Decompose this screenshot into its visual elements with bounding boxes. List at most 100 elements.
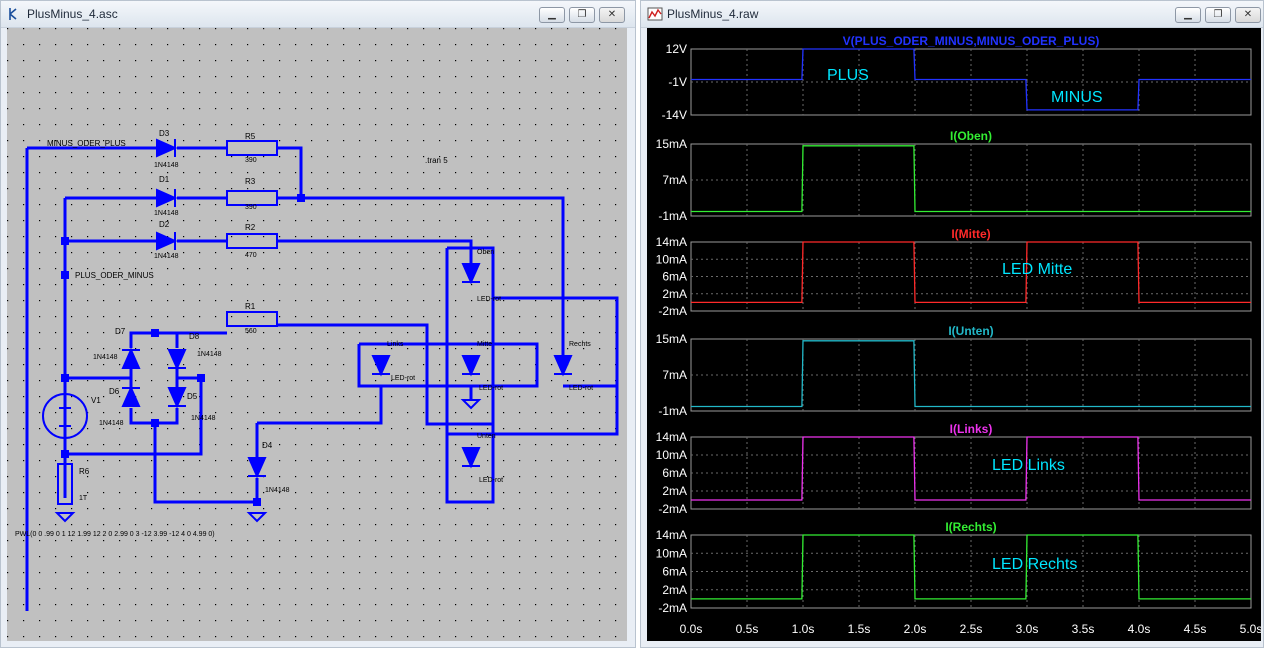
component-ref-r2: R2 [245, 223, 256, 232]
waveform-title: PlusMinus_4.raw [667, 7, 759, 21]
y-tick-label: -2mA [658, 502, 687, 516]
waveform-icon [647, 7, 663, 21]
trace-annotation: MINUS [1051, 89, 1103, 106]
led-name-mitte: Mitte [477, 341, 492, 348]
trace-title[interactable]: I(Rechts) [945, 520, 996, 534]
schematic-diodes[interactable] [121, 138, 573, 479]
component-ref-r6: R6 [79, 467, 90, 476]
diode-d3[interactable] [156, 138, 178, 158]
trace-title[interactable]: I(Oben) [950, 129, 992, 143]
diode-d6[interactable] [121, 385, 141, 407]
trace-line[interactable] [691, 48, 1251, 111]
trace-title[interactable]: V(PLUS_ODER_MINUS,MINUS_ODER_PLUS) [843, 34, 1100, 48]
y-tick-label: 10mA [656, 252, 687, 266]
trace-title[interactable]: I(Unten) [948, 324, 993, 338]
y-tick-label: 14mA [656, 528, 687, 542]
net-label-plus-oder-minus: PLUS_ODER_MINUS [75, 271, 154, 280]
waveform-panel-0[interactable]: 12V-1V-14VV(PLUS_ODER_MINUS,MINUS_ODER_P… [662, 34, 1252, 122]
led-part-mitte: LED-rot [479, 385, 503, 392]
waveform-close-button[interactable]: ✕ [1235, 7, 1261, 23]
component-value-d3: 1N4148 [154, 162, 179, 169]
schematic-wires[interactable] [25, 146, 619, 611]
trace-line[interactable] [691, 241, 1251, 304]
waveform-minimize-button[interactable]: ▁ [1175, 7, 1201, 23]
diode-d8[interactable] [167, 349, 187, 371]
waveform-titlebar[interactable]: PlusMinus_4.raw ▁ ❐ ✕ [641, 1, 1263, 28]
restore-icon: ❐ [577, 9, 587, 20]
y-tick-label: -1mA [658, 209, 687, 223]
close-icon: ✕ [1243, 9, 1253, 20]
trace-title[interactable]: I(Mitte) [951, 227, 990, 241]
led-name-oben: Oben [477, 249, 494, 256]
led-name-unten: Unten [477, 433, 496, 440]
component-value-d8: 1N4148 [197, 351, 222, 358]
y-tick-label: 2mA [662, 583, 687, 597]
component-ref-d6: D6 [109, 387, 120, 396]
component-value-r1: 560 [245, 328, 257, 335]
schematic-window[interactable]: PlusMinus_4.asc ▁ ❐ ✕ [0, 0, 636, 648]
trace-title[interactable]: I(Links) [950, 422, 993, 436]
led-mitte[interactable] [461, 355, 481, 377]
waveform-restore-button[interactable]: ❐ [1205, 7, 1231, 23]
component-ref-r3: R3 [245, 177, 256, 186]
resistor-r5[interactable] [226, 140, 278, 156]
schematic-close-button[interactable]: ✕ [599, 7, 625, 23]
led-links[interactable] [371, 355, 391, 377]
component-ref-d3: D3 [159, 129, 170, 138]
diode-d2[interactable] [156, 231, 178, 251]
led-rechts[interactable] [553, 355, 573, 377]
resistor-r6[interactable] [57, 463, 73, 505]
trace-line[interactable] [691, 436, 1251, 501]
component-value-r6: 1T [79, 495, 88, 502]
led-name-links: Links [387, 341, 404, 348]
led-unten[interactable] [461, 447, 481, 469]
schematic-parts[interactable] [42, 140, 278, 505]
diode-d7[interactable] [121, 347, 141, 369]
y-tick-label: 14mA [656, 430, 687, 444]
component-ref-r5: R5 [245, 132, 256, 141]
y-tick-label: 6mA [662, 270, 687, 284]
x-tick-label: 2.0s [904, 622, 927, 636]
y-tick-label: -1V [668, 75, 687, 89]
resistor-r2[interactable] [226, 233, 278, 249]
x-tick-label: 4.0s [1128, 622, 1151, 636]
trace-line[interactable] [691, 534, 1251, 600]
x-tick-label: 1.0s [792, 622, 815, 636]
waveform-charts[interactable]: 12V-1V-14VV(PLUS_ODER_MINUS,MINUS_ODER_P… [647, 28, 1261, 641]
component-value-d2: 1N4148 [154, 253, 179, 260]
schematic-titlebar[interactable]: PlusMinus_4.asc ▁ ❐ ✕ [1, 1, 635, 28]
trace-line[interactable] [691, 145, 1251, 213]
diode-d1[interactable] [156, 188, 178, 208]
minimize-icon: ▁ [548, 9, 556, 20]
schematic-minimize-button[interactable]: ▁ [539, 7, 565, 23]
component-value-d1: 1N4148 [154, 210, 179, 217]
component-ref-d2: D2 [159, 220, 170, 229]
component-value-d4: 1N4148 [265, 487, 290, 494]
led-oben[interactable] [461, 263, 481, 285]
led-name-rechts: Rechts [569, 341, 591, 348]
component-value-d5: 1N4148 [191, 415, 216, 422]
trace-annotation: LED Rechts [992, 556, 1077, 573]
diode-d4[interactable] [247, 457, 267, 479]
y-tick-label: 6mA [662, 466, 687, 480]
trace-line[interactable] [691, 340, 1251, 408]
x-tick-label: 0.5s [736, 622, 759, 636]
schematic-restore-button[interactable]: ❐ [569, 7, 595, 23]
resistor-r1[interactable] [226, 311, 278, 327]
diode-d5[interactable] [167, 387, 187, 409]
voltage-source-v1[interactable] [42, 393, 88, 439]
y-tick-label: -14V [662, 108, 687, 122]
component-value-r2: 470 [245, 252, 257, 259]
y-tick-label: 6mA [662, 565, 687, 579]
resistor-r3[interactable] [226, 190, 278, 206]
